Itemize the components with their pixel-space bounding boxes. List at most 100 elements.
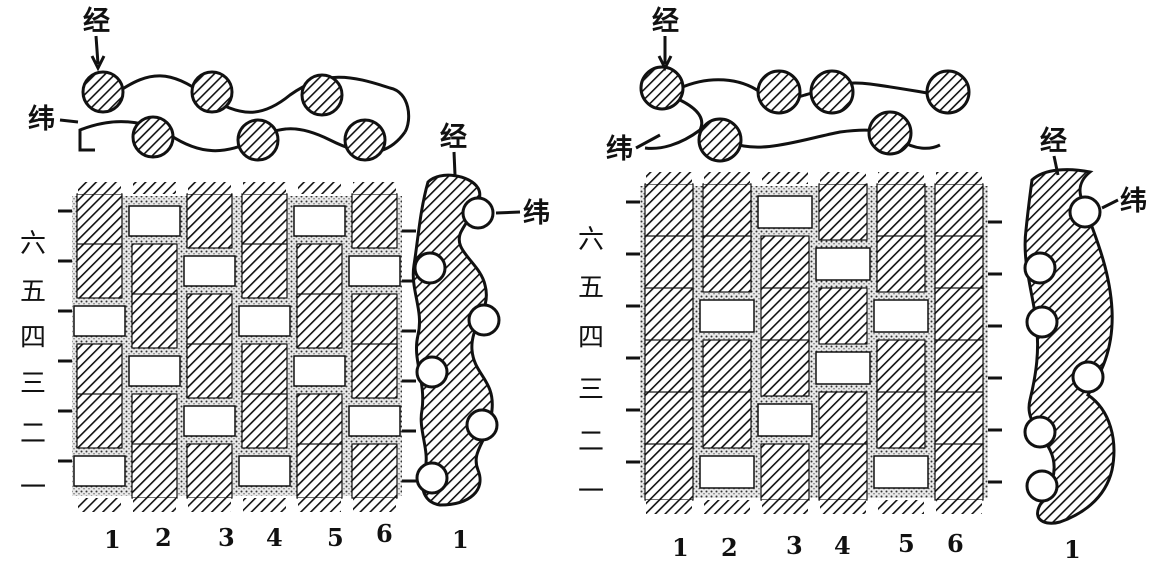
warp-circle (639, 65, 685, 111)
right-weft-yarn-upper (679, 78, 941, 100)
weft-circle (1023, 251, 1057, 285)
warp-end (78, 498, 121, 512)
warp-circle (697, 117, 743, 163)
warp-float (241, 243, 288, 299)
warp-float (351, 293, 398, 349)
col-label-6: 6 (376, 519, 393, 548)
weft-area (640, 186, 988, 498)
warp-float (644, 235, 694, 293)
side-warp-arrow-icon (1052, 155, 1060, 176)
col-label-1: 1 (672, 533, 689, 562)
warp-float (351, 193, 398, 249)
left-weft-yarn-upper (117, 74, 411, 133)
warp-float (296, 293, 343, 349)
col-label-4: 4 (834, 531, 851, 560)
warp-float (186, 293, 233, 349)
warp-end (878, 172, 924, 184)
warp-float (644, 443, 694, 501)
warp-float (241, 193, 288, 249)
warp-float (241, 343, 288, 399)
warp-arrow-icon (90, 35, 106, 72)
warp-end (704, 500, 750, 514)
warp-end (133, 498, 176, 512)
left-weave-grid (58, 182, 416, 512)
row-label-6: 六 (20, 229, 46, 259)
warp-end (936, 500, 982, 514)
warp-float (76, 193, 123, 249)
weft-circle (415, 355, 449, 389)
warp-float (934, 443, 984, 501)
warp-float (131, 243, 178, 299)
warp-circle (300, 73, 344, 117)
warp-float (644, 339, 694, 397)
warp-float (760, 443, 810, 501)
warp-end (243, 182, 286, 194)
row-label-1: 一 (578, 477, 604, 507)
weft-circle (1025, 305, 1059, 339)
warp-circle (131, 115, 175, 159)
warp-float (644, 183, 694, 241)
weft-float (348, 255, 401, 287)
warp-end (646, 500, 692, 514)
col-label-3: 3 (218, 523, 235, 552)
weft-label: 纬 (28, 103, 55, 135)
warp-float (702, 235, 752, 293)
warp-float (644, 391, 694, 449)
weft-float (183, 255, 236, 287)
left-panel: 经 纬 六 五 四 三 二 一 1 2 3 4 5 6 (20, 5, 550, 554)
left-cross-section: 经 纬 (28, 5, 411, 162)
warp-float (76, 243, 123, 299)
warp-float (876, 391, 926, 449)
warp-end (762, 500, 808, 514)
weft-float (348, 405, 401, 437)
warp-float (934, 339, 984, 397)
warp-float (934, 183, 984, 241)
warp-float (241, 393, 288, 449)
right-weave-grid (626, 172, 1002, 514)
row-label-6: 六 (578, 225, 604, 255)
col-label-5: 5 (898, 529, 915, 558)
warp-float (818, 287, 868, 345)
weft-float (699, 299, 755, 333)
section-label: 1 (452, 525, 469, 554)
row-label-2: 二 (578, 427, 604, 457)
weft-float (873, 455, 929, 489)
warp-circle (190, 70, 234, 114)
side-weft-arrow-icon (495, 210, 521, 215)
warp-float (702, 391, 752, 449)
row-label-3: 三 (578, 375, 604, 405)
right-panel: 经 纬 六 五 四 三 二 一 1 2 3 4 5 6 (578, 5, 1147, 564)
warp-float (351, 443, 398, 499)
weft-circle (461, 196, 495, 230)
side-warp-label: 经 (440, 121, 467, 153)
weft-float (815, 247, 871, 281)
weft-float (293, 205, 346, 237)
warp-float (760, 235, 810, 293)
warp-end (188, 498, 231, 512)
row-label-4: 四 (578, 323, 604, 353)
warp-circle (343, 118, 387, 162)
row-label-1: 一 (20, 473, 46, 503)
col-label-3: 3 (786, 531, 803, 560)
warp-float (876, 235, 926, 293)
weft-arrow-icon (635, 133, 661, 150)
warp-end (298, 182, 341, 194)
col-label-5: 5 (327, 523, 344, 552)
warp-float (934, 287, 984, 345)
warp-float (934, 391, 984, 449)
warp-circle (809, 69, 855, 115)
warp-float (296, 443, 343, 499)
col-label-1: 1 (104, 525, 121, 554)
warp-float (760, 287, 810, 345)
weft-float (238, 455, 291, 487)
weft-circle (1068, 195, 1102, 229)
weft-float (757, 403, 813, 437)
col-label-2: 2 (721, 533, 738, 562)
weft-float (238, 305, 291, 337)
warp-end (762, 172, 808, 184)
right-col-labels: 1 2 3 4 5 6 (672, 529, 964, 562)
weft-circle (465, 408, 499, 442)
right-row-labels: 六 五 四 三 二 一 (578, 225, 604, 507)
weft-float (293, 355, 346, 387)
row-label-5: 五 (20, 277, 46, 307)
